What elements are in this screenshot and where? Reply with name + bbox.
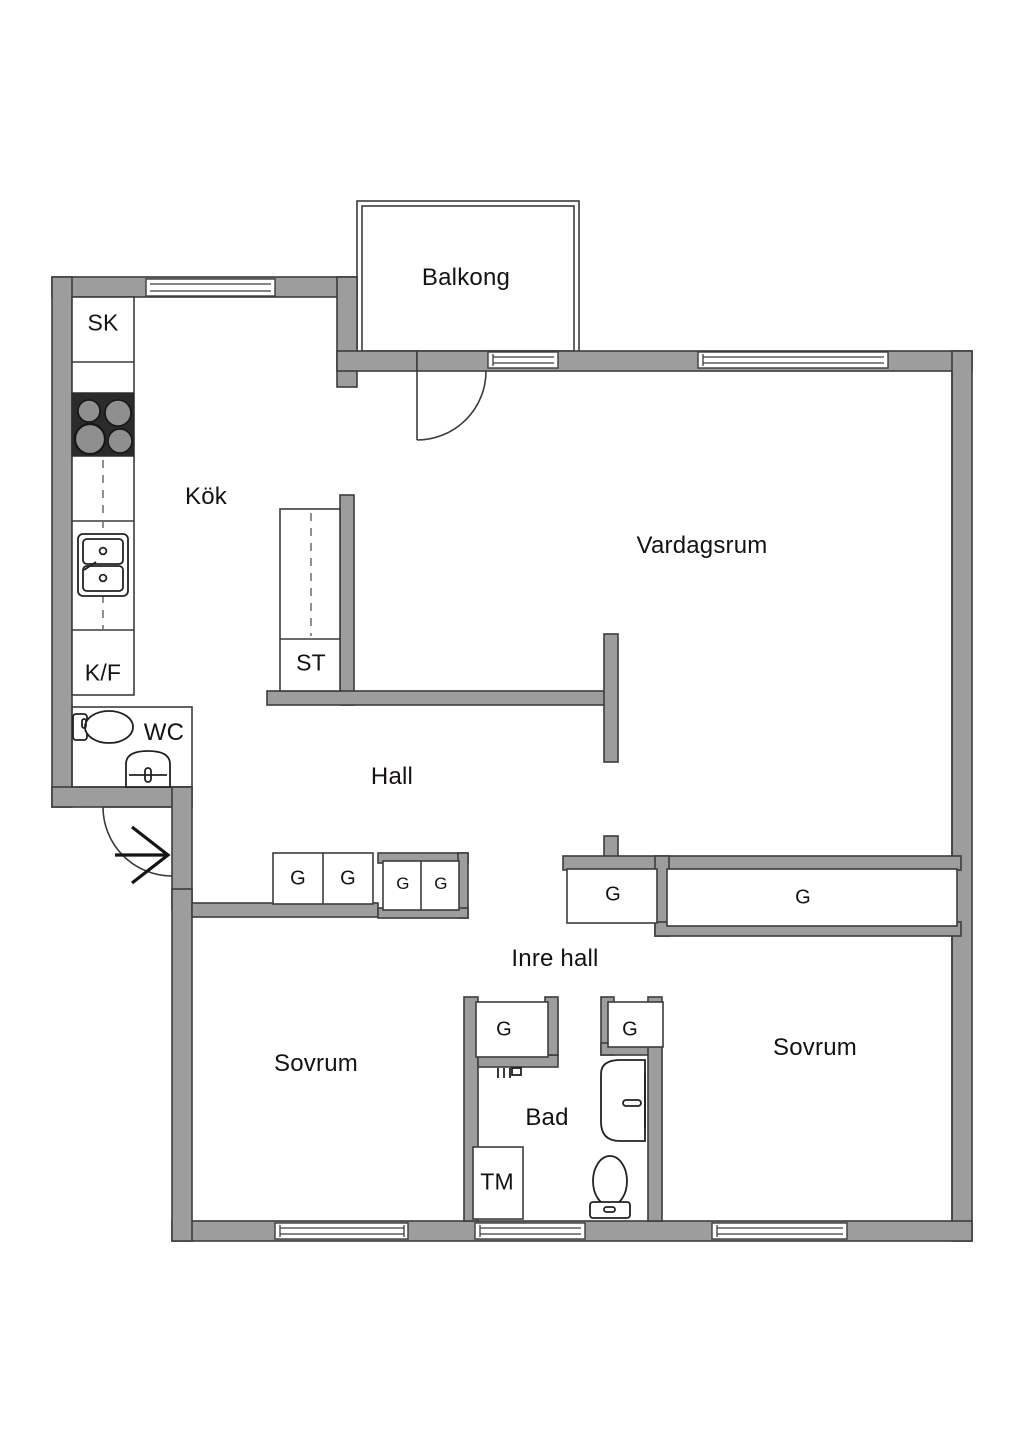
balcony-outline	[356, 200, 580, 357]
window-sovrum-right-bot	[711, 1222, 848, 1240]
hall-wardrobes	[272, 852, 460, 911]
wardrobe-label-g-hall-2: G	[340, 867, 356, 890]
wardrobe-label-g-hall-1: G	[290, 867, 306, 890]
wc-fixtures	[71, 706, 193, 788]
shower-mixer-icon	[497, 1067, 522, 1078]
wardrobe-label-g-inre-1: G	[605, 883, 621, 906]
room-label-balkong: Balkong	[421, 264, 511, 291]
window-kitchen-top	[145, 278, 276, 297]
fixture-label-tm: TM	[480, 1168, 514, 1195]
room-label-bad: Bad	[525, 1104, 569, 1131]
doors	[102, 370, 487, 885]
st-storage-closet	[279, 508, 341, 692]
wardrobe-label-g-hall-4: G	[434, 874, 448, 893]
fixture-label-sk: SK	[87, 309, 119, 336]
toilet-icon-bad	[589, 1155, 631, 1219]
entrance-arrow-icon	[115, 825, 171, 885]
fixture-label-st: ST	[296, 649, 326, 676]
bathroom-fixtures	[472, 1059, 646, 1220]
stove-icon	[71, 392, 135, 457]
room-label-hall: Hall	[370, 763, 414, 790]
door-balcony	[416, 370, 487, 441]
wardrobe-label-g-bad-1: G	[496, 1018, 512, 1041]
room-label-sovrum-left: Sovrum	[274, 1050, 358, 1077]
fixture-label-kf: K/F	[84, 659, 122, 686]
inre-hall-wardrobes	[566, 868, 958, 927]
washbasin-icon-bad	[600, 1059, 646, 1142]
bathroom-wardrobes	[475, 1001, 664, 1058]
room-label-kok: Kök	[185, 483, 227, 510]
interior-walls	[191, 494, 962, 1222]
room-label-inre-hall: Inre hall	[511, 945, 599, 972]
wardrobe-label-g-hall-3: G	[396, 874, 410, 893]
sink-icon	[77, 533, 129, 597]
window-living-right	[697, 351, 889, 369]
wardrobe-label-g-bad-2: G	[622, 1018, 638, 1041]
door-entrance	[102, 806, 173, 885]
wardrobe-label-g-inre-2: G	[795, 886, 811, 909]
window-living-left	[487, 351, 559, 369]
room-label-vardagsrum: Vardagsrum	[636, 532, 768, 559]
washbasin-icon-wc	[125, 750, 171, 788]
exterior-walls	[51, 276, 973, 1242]
windows	[145, 278, 889, 1240]
toilet-icon-wc	[72, 710, 134, 744]
room-label-sovrum-right: Sovrum	[773, 1034, 857, 1061]
fixture-label-wc: WC	[143, 719, 185, 746]
window-bad-bot	[474, 1222, 586, 1240]
window-sovrum-left-bot	[274, 1222, 409, 1240]
kitchen-counter	[71, 296, 135, 696]
